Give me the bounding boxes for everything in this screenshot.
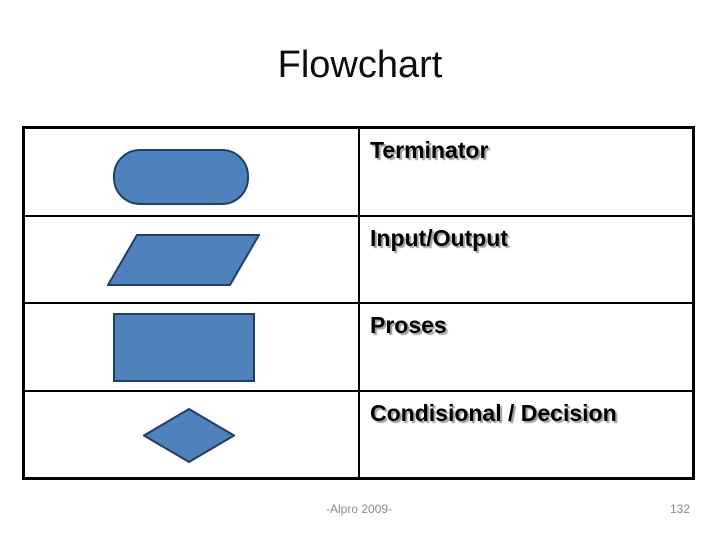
terminator-shape-cell [25,129,360,215]
decision-shape [143,407,235,463]
input-output-label: Input/Output [370,224,508,251]
table-row-terminator: Terminator [25,129,692,217]
decision-label-cell: Condisional / Decision [360,392,692,478]
slide-footer: -Alpro 2009- [326,502,393,516]
process-shape-cell [25,304,360,390]
decision-shape-cell [25,391,360,477]
slide-title: Flowchart [277,44,443,86]
flowchart-symbol-table: Terminator Input/Output Proses C [22,126,695,480]
decision-label: Condisional / Decision [370,399,617,426]
table-row-decision: Condisional / Decision [25,391,692,478]
table-row-input-output: Input/Output [25,216,692,304]
input-output-shape [107,233,260,286]
process-label: Proses [370,312,447,338]
process-label-cell: Proses [360,304,692,390]
table-row-process: Proses [25,304,692,392]
slide-page-number: 132 [669,502,690,516]
process-shape [113,313,255,382]
input-output-label-cell: Input/Output [360,217,692,303]
terminator-shape [113,149,249,205]
terminator-label: Terminator [370,137,489,163]
terminator-label-cell: Terminator [360,129,692,215]
input-output-shape-cell [25,216,360,302]
